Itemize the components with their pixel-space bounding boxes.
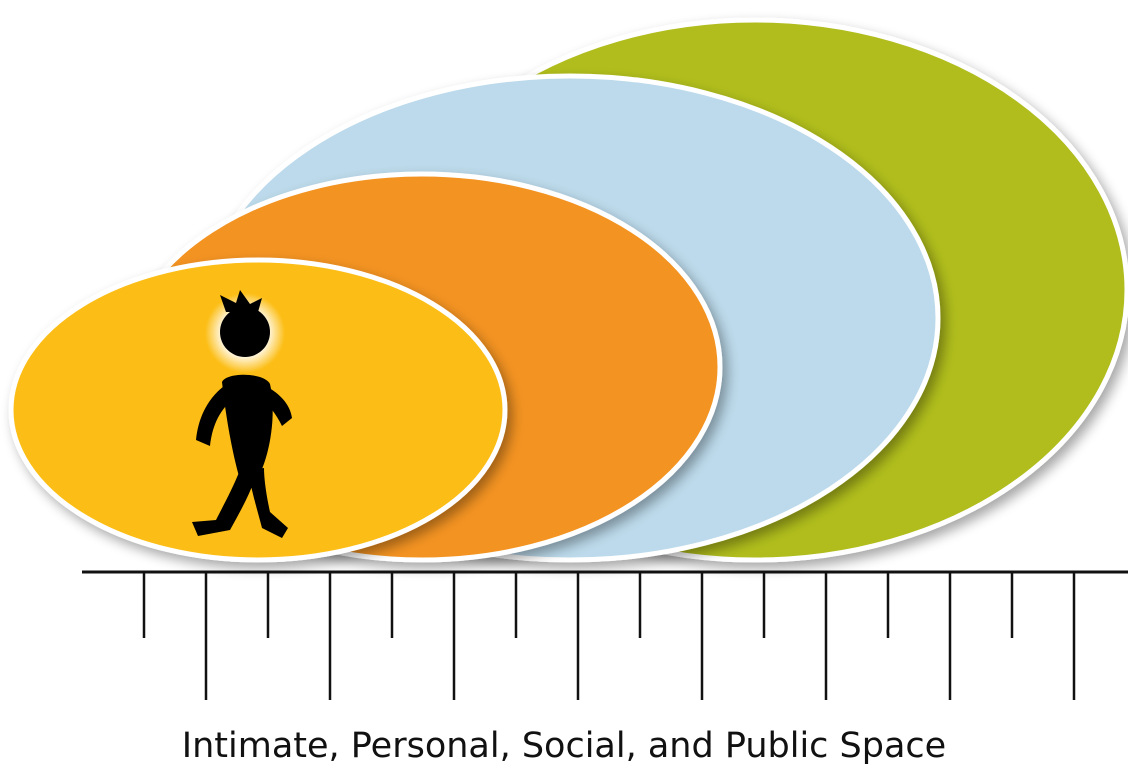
measuring-ruler xyxy=(82,570,1128,700)
zones-illustration xyxy=(8,17,1128,700)
diagram-caption: Intimate, Personal, Social, and Public S… xyxy=(181,726,947,766)
walking-person-icon xyxy=(192,290,292,538)
